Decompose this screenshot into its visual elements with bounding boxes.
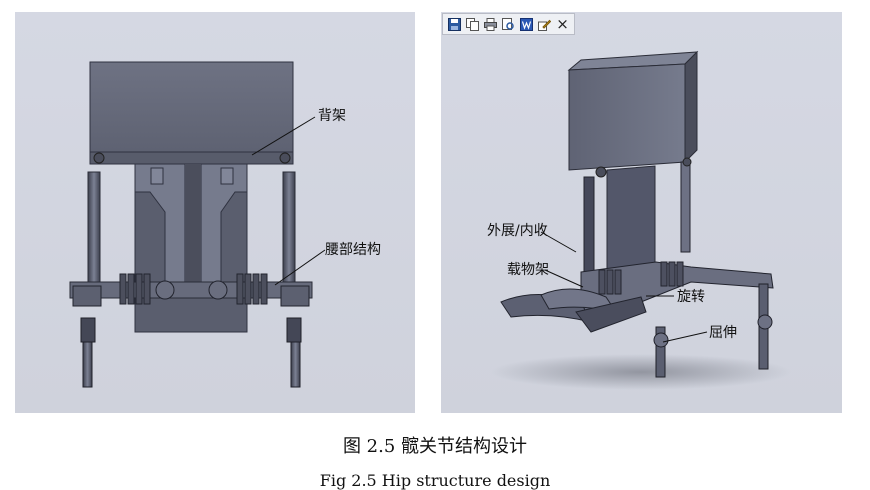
- copy-icon[interactable]: [465, 17, 480, 32]
- print-icon[interactable]: [483, 17, 498, 32]
- callout-flexion-extension: 屈伸: [709, 325, 737, 341]
- callout-rotation: 旋转: [677, 289, 705, 305]
- iso-view-drawing: [491, 50, 791, 390]
- iso-view-render: × 外展/内收 载物架 旋转 屈伸: [441, 12, 842, 413]
- figure-caption-english: Fig 2.5 Hip structure design: [319, 471, 551, 490]
- word-icon[interactable]: [519, 17, 534, 32]
- figure-caption-chinese: 图 2.5 髋关节结构设计: [342, 436, 528, 457]
- front-view-drawing: [69, 61, 326, 388]
- preview-icon[interactable]: [501, 17, 516, 32]
- front-view-render: 背架 腰部结构: [15, 12, 415, 413]
- callout-abduction-adduction: 外展/内收: [487, 223, 548, 239]
- edit-icon[interactable]: [537, 17, 552, 32]
- callout-back-frame: 背架: [318, 108, 346, 124]
- floating-toolbar: ×: [442, 13, 575, 35]
- callout-waist-structure: 腰部结构: [325, 242, 381, 258]
- close-icon[interactable]: ×: [556, 14, 569, 33]
- save-icon[interactable]: [447, 17, 462, 32]
- callout-load-carrier: 载物架: [507, 262, 549, 278]
